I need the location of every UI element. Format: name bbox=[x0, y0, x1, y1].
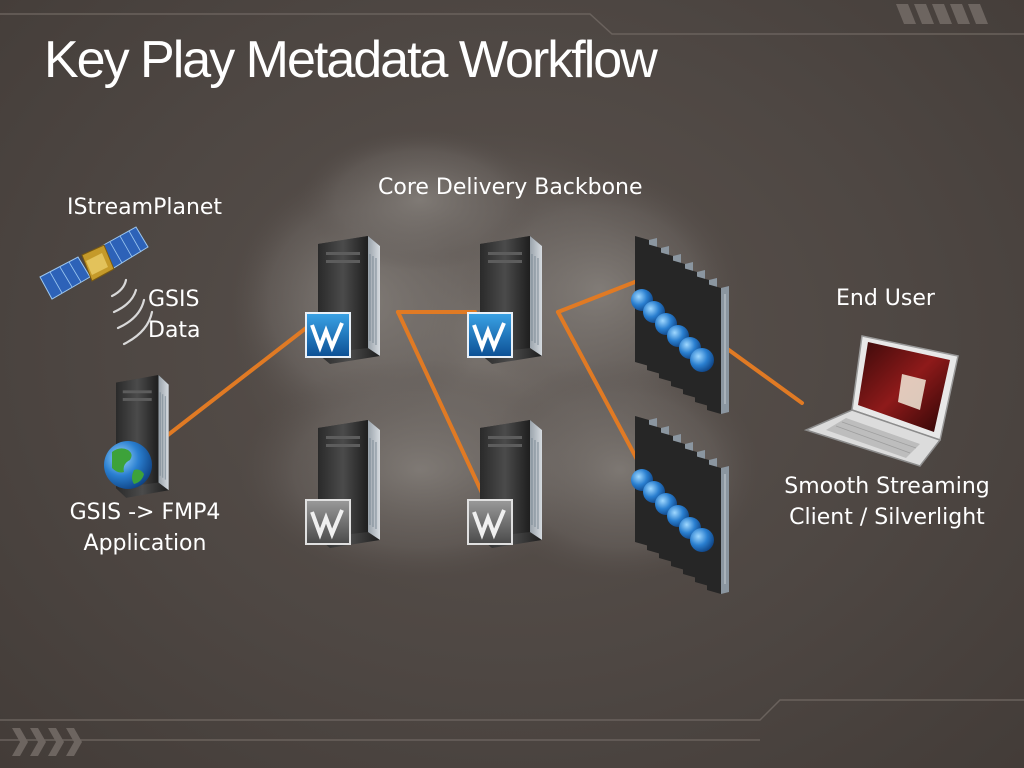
gsis-data-line-1: GSIS bbox=[148, 287, 200, 312]
client-label: Smooth Streaming Client / Silverlight bbox=[774, 471, 1000, 533]
slide-title: Key Play Metadata Workflow bbox=[44, 31, 658, 89]
signal-waves-icon bbox=[110, 278, 154, 346]
server-cluster-icon bbox=[631, 415, 730, 595]
backbone-label: Core Delivery Backbone bbox=[378, 175, 643, 200]
source-label: IStreamPlanet bbox=[67, 195, 223, 220]
stripe-decoration-top bbox=[896, 4, 988, 24]
media-services-icon bbox=[305, 312, 351, 358]
end-user-label: End User bbox=[836, 286, 935, 311]
frame-lines bbox=[0, 13, 1024, 741]
client-line-2: Client / Silverlight bbox=[789, 505, 985, 530]
media-services-icon bbox=[305, 499, 351, 545]
converter-label: GSIS -> FMP4 Application bbox=[52, 497, 238, 559]
media-services-icon bbox=[467, 312, 513, 358]
media-services-icon bbox=[467, 499, 513, 545]
chevron-decoration-bottom bbox=[12, 728, 82, 756]
globe-icon bbox=[104, 441, 152, 489]
connectors bbox=[162, 278, 804, 497]
gsis-data-line-2: Data bbox=[148, 318, 201, 343]
client-line-1: Smooth Streaming bbox=[784, 474, 990, 499]
laptop-icon bbox=[803, 335, 959, 467]
satellite-icon bbox=[39, 226, 149, 300]
converter-line-1: GSIS -> FMP4 bbox=[69, 500, 221, 525]
converter-line-2: Application bbox=[83, 531, 207, 556]
gsis-data-label: GSIS Data bbox=[148, 284, 201, 346]
server-cluster-icon bbox=[631, 235, 730, 415]
